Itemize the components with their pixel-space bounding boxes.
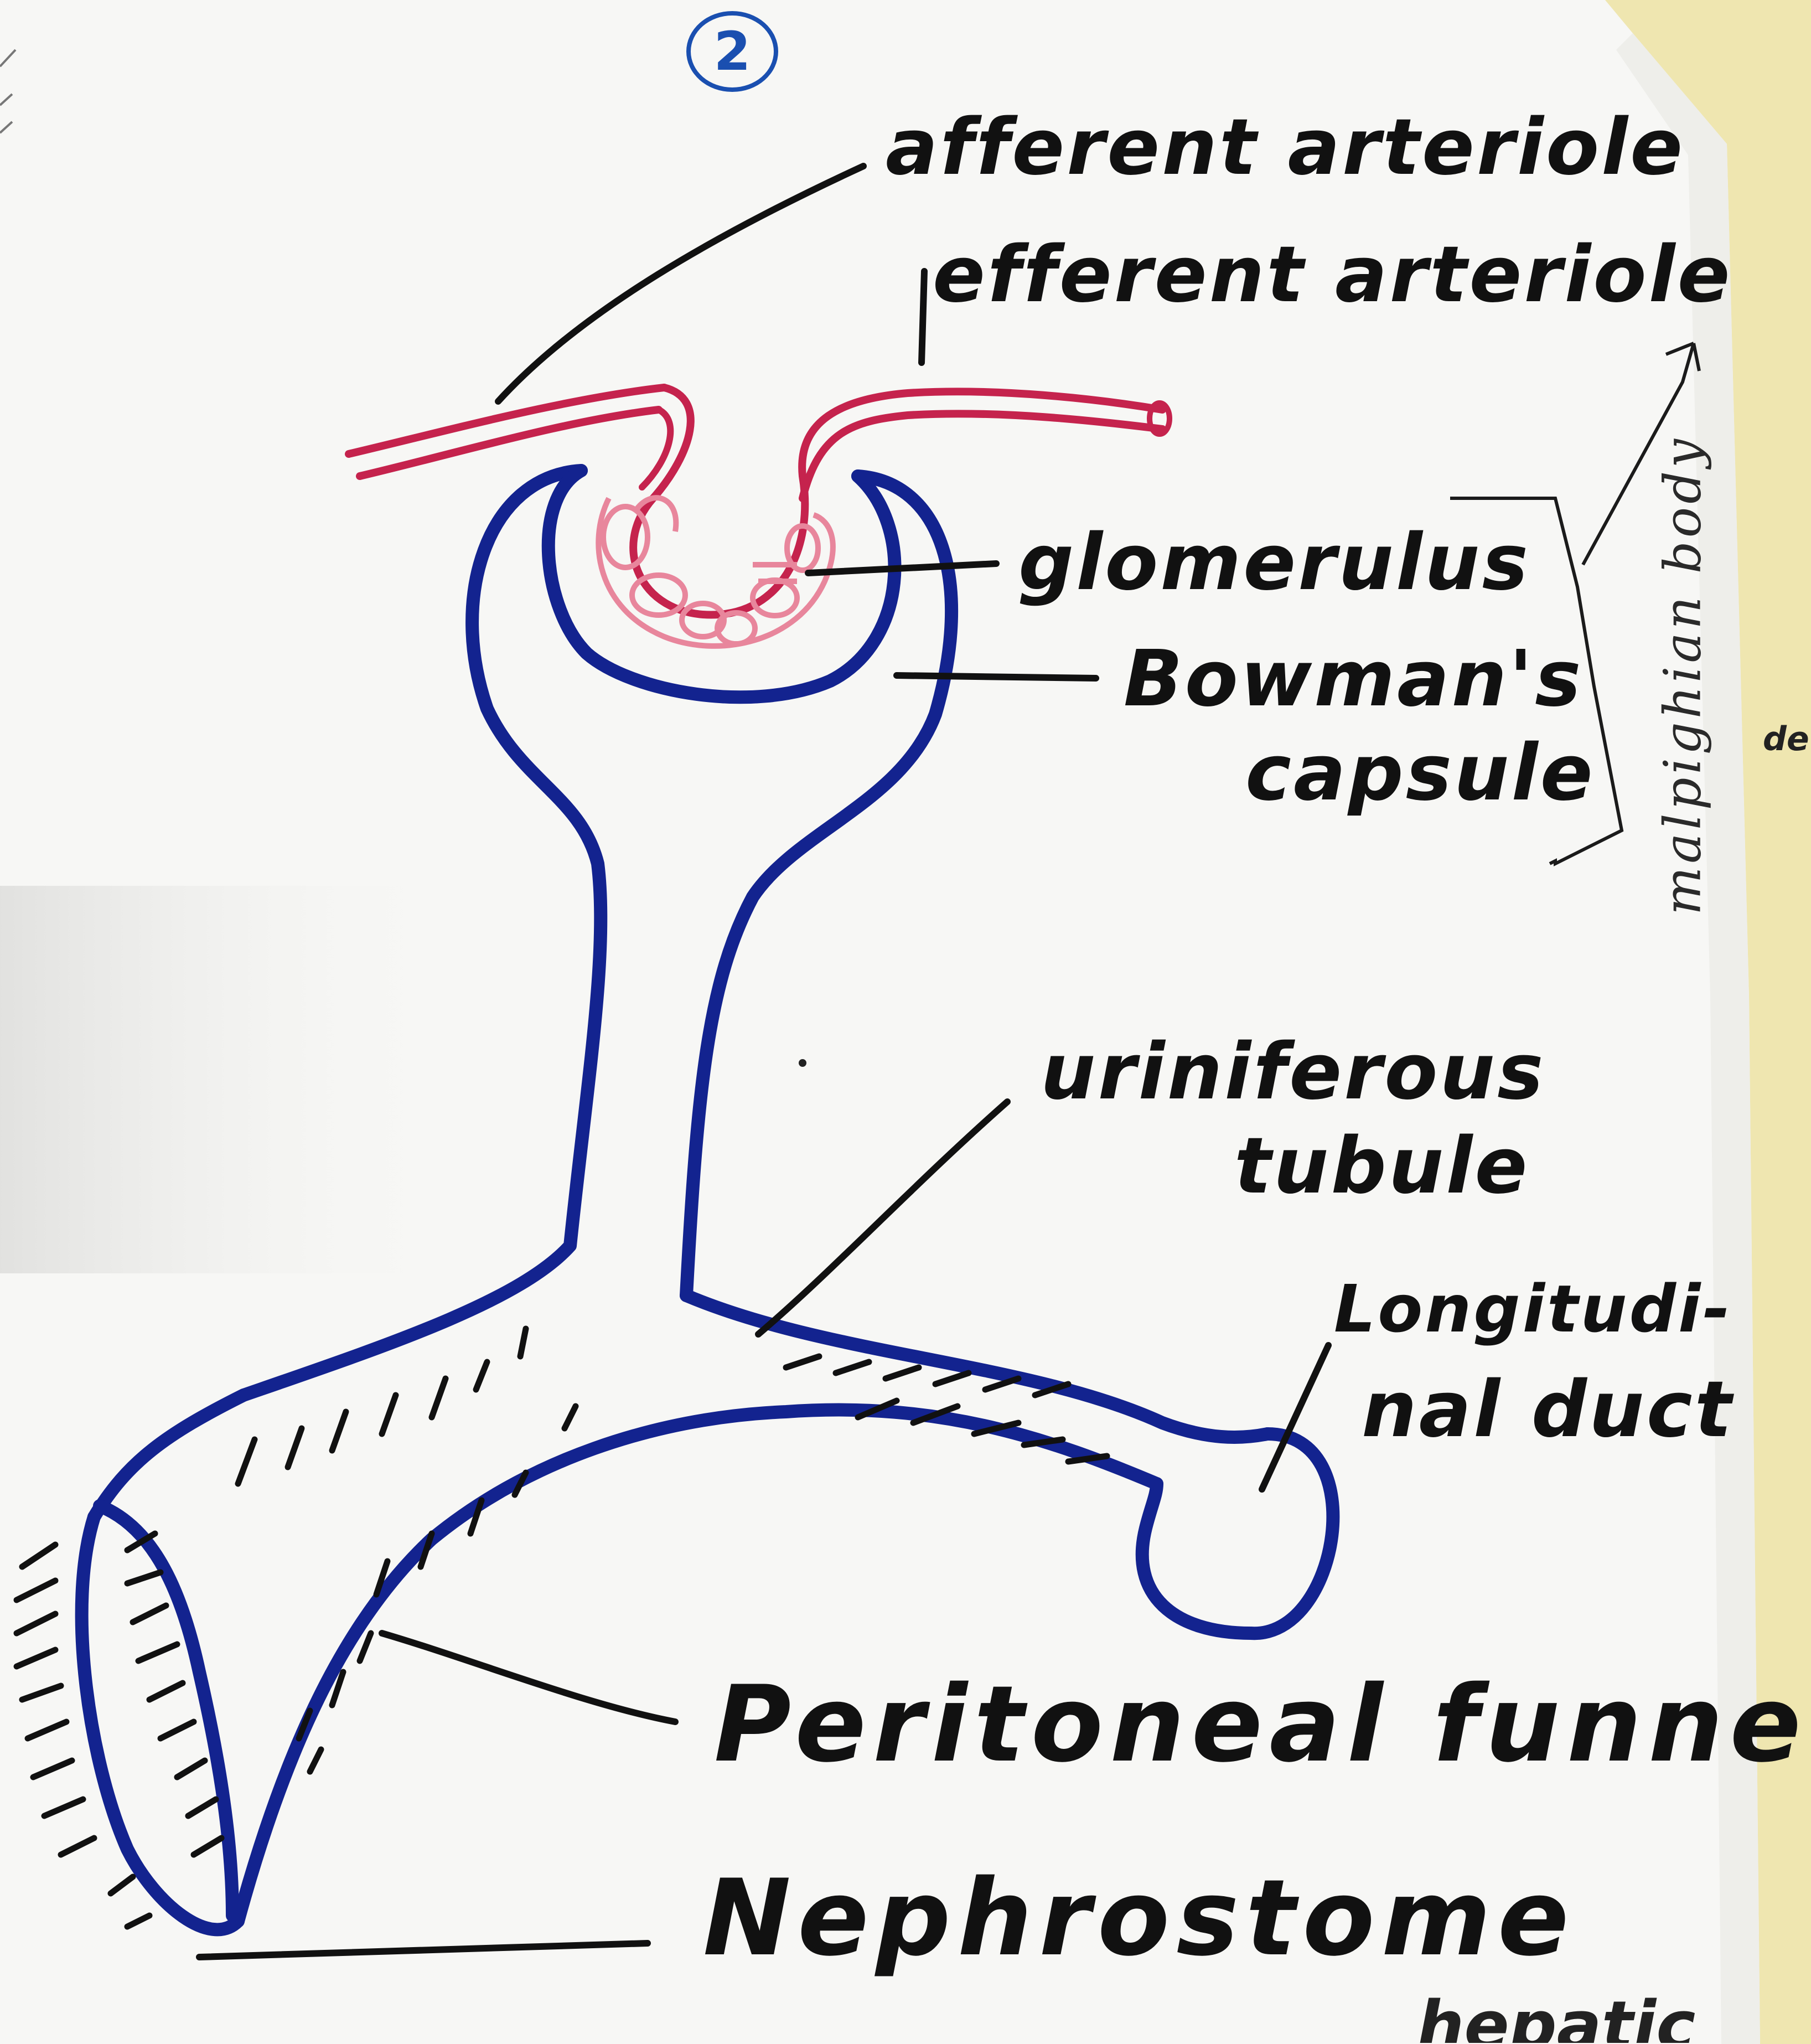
label-afferent-arteriole: afferent arteriole: [886, 105, 1685, 190]
label-capsule: capsule: [1245, 731, 1595, 816]
shadow-smudge: [0, 886, 454, 1273]
label-nal-duct: nal duct: [1362, 1367, 1734, 1453]
label-tubule: tubule: [1234, 1124, 1529, 1209]
leader-bowmans: [897, 675, 1096, 678]
label-nephrostome: Nephrostome: [703, 1860, 1576, 1976]
label-uriniferous: uriniferous: [1041, 1030, 1545, 1115]
page-number: 2: [686, 11, 778, 92]
edge-fragment-bottom: hepatic: [1417, 1988, 1695, 2043]
edge-fragment-right: de: [1763, 720, 1809, 758]
label-longitudinal: Longitudi-: [1334, 1273, 1732, 1345]
label-malpighian-body: malpighian body: [1653, 436, 1712, 915]
label-glomerulus: glomerulus: [1018, 520, 1530, 606]
label-efferent-arteriole: efferent arteriole: [933, 233, 1732, 318]
leader-efferent: [922, 271, 924, 363]
ink-dot: [799, 1059, 806, 1067]
label-peritoneal-funnel: Peritoneal funnel: [714, 1666, 1811, 1782]
label-bowmans: Bowman's: [1124, 637, 1583, 722]
page-number-text: 2: [714, 20, 751, 82]
